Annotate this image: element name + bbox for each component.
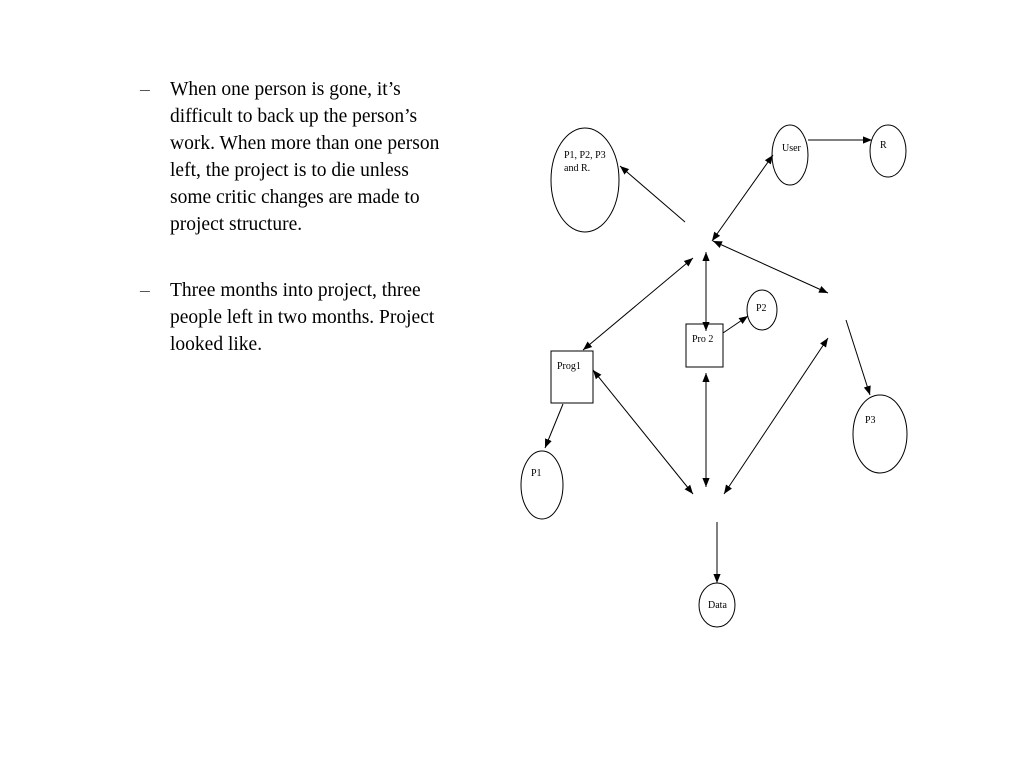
node-user: User	[771, 124, 809, 186]
node-p1: P1	[520, 450, 564, 520]
bullet-line: people left in two months. Project	[170, 307, 435, 328]
node-label: Prog1	[557, 361, 581, 372]
bullet-marker: –	[140, 79, 150, 100]
node-data: Data	[698, 582, 736, 628]
node-label: Data	[708, 600, 727, 611]
bullet-line: When one person is gone, it’s	[170, 79, 401, 100]
node-r: R	[869, 124, 907, 178]
arrow-hub-right	[712, 240, 829, 294]
bullet-line: some critic changes are made to	[170, 187, 420, 208]
arrow-hub-prog1	[582, 257, 694, 351]
node-label: Pro 2	[692, 334, 713, 345]
arrow-pro2-p2	[722, 315, 749, 334]
node-pro2: Pro 2	[685, 323, 724, 368]
node-label: P1, P2, P3	[564, 150, 606, 161]
node-prog1: Prog1	[550, 350, 594, 404]
arrow-prog1-bottom	[592, 369, 694, 495]
arrow-to-group	[619, 165, 686, 223]
bullet-line: project structure.	[170, 214, 303, 235]
arrow-hub-user	[711, 154, 774, 242]
node-group: P1, P2, P3 and R.	[550, 127, 620, 233]
arrow-to-p3	[845, 319, 871, 396]
bullet-line: looked like.	[170, 334, 263, 355]
node-label: R	[880, 140, 887, 151]
bullet-line: left, the project is to die unless	[170, 160, 409, 181]
node-p2: P2	[746, 289, 778, 331]
bullet-marker: –	[140, 280, 150, 301]
node-label: P3	[865, 415, 876, 426]
bullet-line: Three months into project, three	[170, 280, 421, 301]
node-label: P1	[531, 468, 542, 479]
node-label: and R.	[564, 163, 590, 174]
arrow-prog1-p1	[544, 403, 564, 449]
node-label: User	[782, 143, 802, 154]
arrow-right-bottom	[723, 337, 829, 495]
node-p3: P3	[852, 394, 908, 474]
bullet-line: difficult to back up the person’s	[170, 106, 418, 127]
node-label: P2	[756, 303, 767, 314]
bullet-line: work. When more than one person	[170, 133, 440, 154]
